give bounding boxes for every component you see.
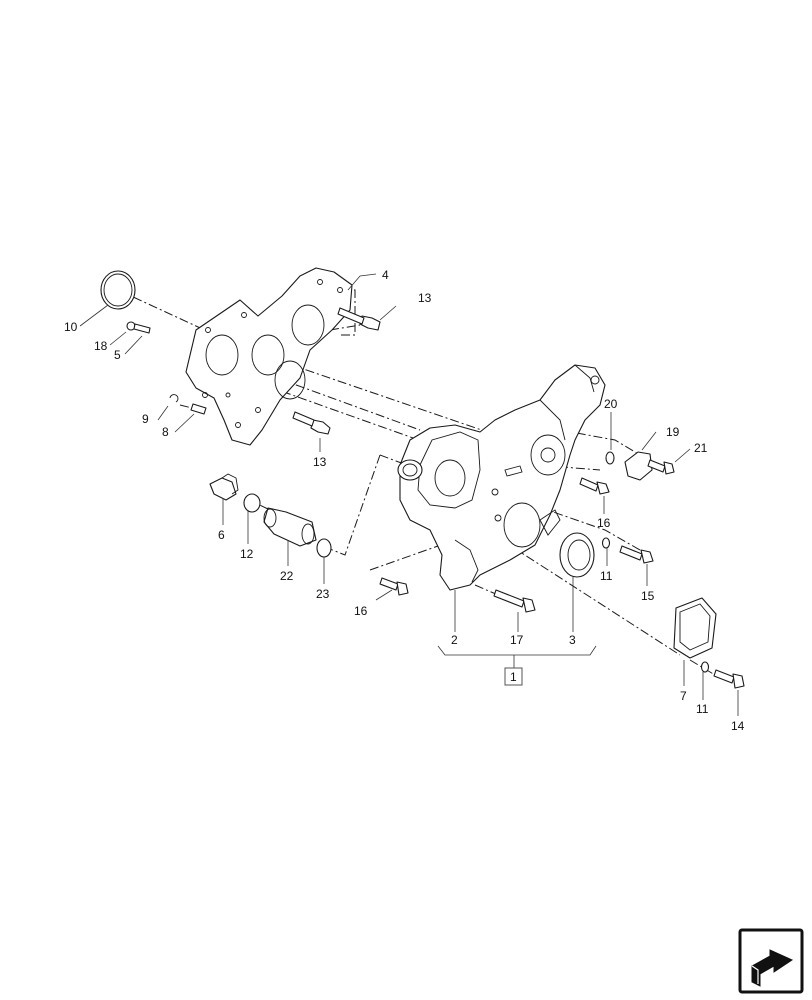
callout-2: 2	[451, 633, 458, 647]
callout-3: 3	[569, 633, 576, 647]
callout-20: 20	[604, 397, 618, 411]
callout-13-lower: 13	[313, 455, 327, 469]
cap-part-6	[209, 473, 239, 501]
callout-22: 22	[280, 569, 294, 583]
seal-part	[559, 532, 595, 578]
callout-4: 4	[382, 268, 389, 282]
callout-23: 23	[316, 587, 330, 601]
callout-21: 21	[694, 441, 708, 455]
timing-cover-housing-part	[397, 364, 606, 591]
callout-6: 6	[218, 528, 225, 542]
callout-9: 9	[142, 412, 149, 426]
washer-part-11-upper	[601, 537, 611, 549]
bolt-part-21	[647, 459, 675, 475]
bolt-part-16-lower	[379, 577, 409, 596]
gasket-plate-part	[185, 267, 353, 446]
callout-1: 1	[510, 670, 517, 684]
bolt-part-17	[493, 589, 536, 613]
cover-plate-part-7	[673, 597, 717, 659]
bolt-part-15	[619, 545, 654, 564]
callout-7: 7	[680, 689, 687, 703]
callout-15: 15	[641, 589, 655, 603]
callout-14: 14	[731, 719, 745, 733]
callout-16-upper: 16	[597, 516, 611, 530]
washer-part-11-lower	[700, 661, 710, 673]
cover-plate-part-19	[624, 451, 653, 481]
callout-12: 12	[240, 547, 254, 561]
callout-13-upper: 13	[418, 291, 432, 305]
clip-part-9	[169, 394, 179, 403]
callout-5: 5	[114, 348, 121, 362]
callout-11-lower: 11	[696, 702, 709, 716]
bolt-part-13-lower	[292, 411, 331, 435]
leader-lines	[79, 273, 739, 716]
o-ring-part-23	[316, 538, 332, 558]
callout-17: 17	[510, 633, 524, 647]
forward-arrow-icon[interactable]	[738, 928, 804, 994]
bolt-part-18	[126, 321, 151, 334]
bolt-part-16-upper	[579, 477, 610, 495]
callout-8: 8	[162, 425, 169, 439]
dowel-pin-part-8	[190, 403, 207, 415]
callout-11-upper: 11	[600, 569, 613, 583]
bolt-part-14	[713, 669, 745, 689]
o-ring-part-12	[243, 493, 261, 513]
callout-1-box	[504, 667, 523, 686]
washer-part-20	[605, 451, 615, 465]
callout-labels: 10 18 5 4 13 9 8 13 6 12 22 23 16 2 17 3…	[64, 268, 745, 733]
callout-19: 19	[666, 425, 680, 439]
bolt-part-13-upper	[337, 307, 381, 331]
callout-18: 18	[94, 339, 108, 353]
callout-16-lower: 16	[354, 604, 368, 618]
sleeve-part-22	[263, 507, 317, 547]
callout-10: 10	[64, 320, 78, 334]
o-ring-part	[100, 270, 136, 310]
